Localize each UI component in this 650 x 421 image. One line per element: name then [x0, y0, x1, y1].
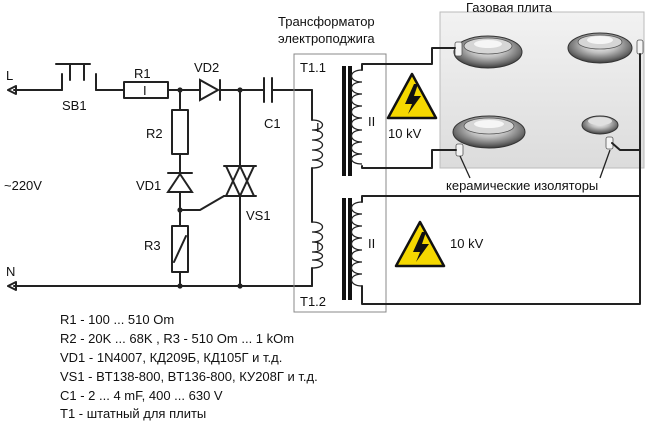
- line-n-label: N: [6, 264, 15, 279]
- winding-i-bottom: I: [316, 238, 320, 253]
- high-voltage-warning-icon: [394, 220, 446, 268]
- hv-top-label: 10 kV: [388, 126, 422, 141]
- winding-ii-top: II: [368, 114, 375, 129]
- spark-electrode-icon: [636, 39, 644, 55]
- t1-2-label: T1.2: [300, 294, 326, 309]
- vs1-label: VS1: [246, 208, 271, 223]
- r2-label: R2: [146, 126, 163, 141]
- r1-label: R1: [134, 66, 151, 81]
- r1-symbol: I: [143, 83, 147, 98]
- r2-resistor: [171, 109, 189, 155]
- vd2-label: VD2: [194, 60, 219, 75]
- spec-line: T1 - штатный для плиты: [60, 406, 206, 421]
- spark-electrode-icon: [455, 143, 464, 157]
- hv-bottom-label: 10 kV: [450, 236, 484, 251]
- r3-label: R3: [144, 238, 161, 253]
- winding-ii-bottom: II: [368, 236, 375, 251]
- spec-line: C1 - 2 ... 4 mF, 400 ... 630 V: [60, 388, 223, 403]
- transformer-title-line1: Трансформатор: [278, 14, 375, 29]
- spec-line: VD1 - 1N4007, КД209Б, КД105Г и т.д.: [60, 350, 282, 365]
- burner-icon: [567, 32, 633, 64]
- spark-electrode-icon: [454, 41, 463, 57]
- burner-icon: [452, 115, 526, 149]
- hv-wiring: [361, 47, 641, 305]
- burner-icon: [453, 35, 523, 69]
- high-voltage-warning-icon: [386, 72, 438, 120]
- winding-i-top: I: [316, 120, 320, 135]
- transformer-box: [293, 53, 387, 313]
- burner-icon: [581, 115, 619, 135]
- transformer-title-line2: электроподжига: [278, 31, 375, 46]
- transformer: [293, 53, 387, 313]
- vd1-diode: [166, 172, 194, 193]
- vs1-triac: [223, 163, 257, 199]
- spec-line: R2 - 20K ... 68K , R3 - 510 Om ... 1 kOm: [60, 331, 294, 346]
- spec-line: VS1 - BT138-800, BT136-800, КУ208Г и т.д…: [60, 369, 318, 384]
- line-l-label: L: [6, 68, 13, 83]
- vd1-label: VD1: [136, 178, 161, 193]
- t1-1-label: T1.1: [300, 60, 326, 75]
- gas-stove: Газовая плита: [439, 0, 645, 169]
- stove-title: Газовая плита: [466, 0, 553, 15]
- c1-label: C1: [264, 116, 281, 131]
- insulators-label: керамические изоляторы: [446, 178, 598, 193]
- wiring: [7, 63, 313, 291]
- vd2-diode: [199, 78, 221, 102]
- sb1-label: SB1: [62, 98, 87, 113]
- spec-line: R1 - 100 ... 510 Om: [60, 312, 174, 327]
- mains-voltage-label: ~220V: [4, 178, 42, 193]
- component-specs: R1 - 100 ... 510 Om R2 - 20K ... 68K , R…: [60, 312, 318, 421]
